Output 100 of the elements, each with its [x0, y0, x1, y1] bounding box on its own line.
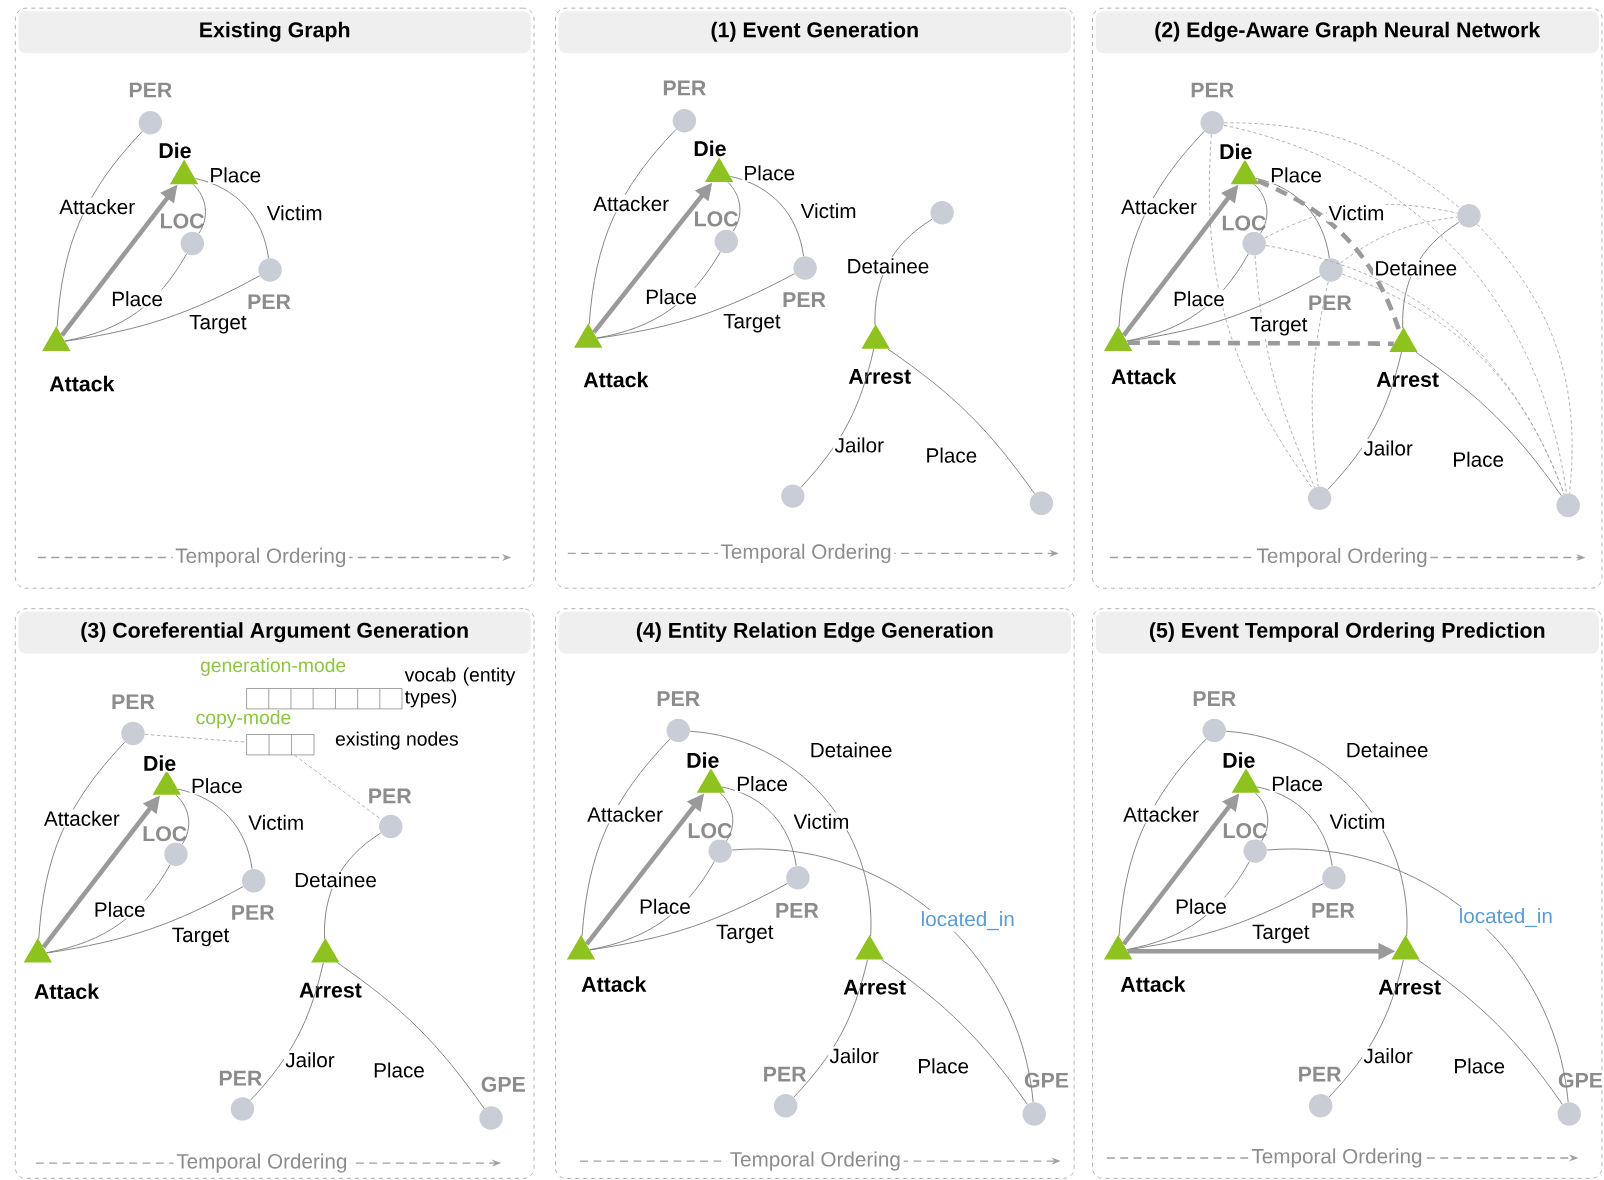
entity-circle: [1202, 718, 1226, 742]
edge-label: Target: [170, 926, 231, 948]
edge-label: Attacker: [1121, 805, 1201, 823]
edge-label: Place: [1269, 774, 1325, 793]
edge-label: Jailor: [1362, 438, 1415, 457]
edge-label: Jailor: [1362, 1046, 1415, 1065]
edge-label: located_in: [919, 909, 1017, 932]
entity-circle: [138, 110, 163, 135]
dashed-line: [294, 754, 382, 820]
dashed-line: [1223, 124, 1567, 494]
event-triangle: [1230, 159, 1260, 184]
entity-circle: [793, 256, 817, 280]
connector-line: [581, 738, 671, 937]
type-label: PER: [229, 903, 276, 921]
edge-label: Victim: [265, 203, 324, 222]
type-label: GPE: [1022, 1071, 1071, 1089]
entity-circle: [379, 814, 403, 839]
event-triangle: [152, 770, 181, 795]
entity-circle: [180, 231, 205, 255]
event-label: Attack: [47, 374, 116, 393]
entity-circle: [672, 108, 697, 133]
edge-label: Attacker: [42, 809, 122, 828]
edge-label: Place: [1171, 289, 1227, 308]
edge-label: located_in: [1457, 906, 1555, 929]
edge-label: Detainee: [1344, 740, 1430, 759]
edge-label: Place: [924, 446, 979, 464]
entity-circle: [241, 868, 266, 893]
type-label: PER: [761, 1065, 808, 1083]
type-label: PER: [773, 901, 821, 919]
event-label: Die: [1217, 142, 1254, 161]
event-triangle: [311, 937, 340, 963]
connector-line: [1266, 848, 1569, 1103]
event-triangle: [23, 937, 53, 963]
slot-label: existing nodes: [335, 731, 458, 750]
connector-line: [1253, 183, 1268, 234]
edge-label: Place: [1452, 1056, 1507, 1075]
type-label: LOC: [140, 824, 189, 843]
entity-circle: [258, 258, 282, 282]
edge-label: Place: [637, 897, 693, 915]
connector-line: [721, 786, 797, 867]
edge-label: Place: [643, 287, 699, 306]
entity-circle: [1308, 1093, 1333, 1118]
connector-line: [800, 348, 875, 488]
event-triangle: [1389, 327, 1418, 352]
dashed-line: [1223, 122, 1461, 209]
edge-label: Jailor: [283, 1050, 336, 1069]
edge-label: Victim: [246, 813, 306, 832]
axis-label: Temporal Ordering: [1248, 1145, 1426, 1171]
event-label: Attack: [581, 370, 650, 389]
type-label: PER: [109, 692, 157, 711]
dashed-line: [1254, 254, 1316, 488]
edge-label: Victim: [799, 201, 858, 220]
dashed-line: [144, 733, 247, 743]
event-triangle: [1391, 934, 1420, 960]
connector-line: [1417, 959, 1563, 1105]
entity-circle: [773, 1093, 798, 1118]
event-triangle: [696, 767, 726, 793]
connector-line: [1255, 177, 1330, 259]
edge-label: Detainee: [1373, 258, 1459, 277]
event-triangle: [574, 323, 603, 348]
entity-circle: [479, 1106, 503, 1130]
event-label: Attack: [1109, 367, 1178, 386]
type-label: LOC: [158, 211, 206, 230]
type-label: LOC: [686, 821, 734, 840]
edge-label: Target: [714, 923, 775, 945]
connector-line: [1225, 730, 1408, 937]
event-label: Arrest: [1374, 370, 1441, 389]
event-label: Attack: [1118, 974, 1187, 993]
entity-circle: [781, 484, 805, 508]
slot-array: [246, 733, 315, 756]
edge-label: Target: [721, 312, 782, 334]
edge-label: Jailor: [828, 1046, 881, 1065]
slot-label: vocab (entity types): [404, 667, 516, 708]
type-label: PER: [1188, 81, 1236, 99]
event-label: Die: [692, 138, 728, 158]
edge-label: Place: [1451, 450, 1506, 468]
connector-line: [177, 788, 253, 870]
event-label: Die: [141, 753, 178, 773]
edge-label: Detainee: [808, 740, 894, 759]
entity-circle: [666, 718, 690, 742]
entity-circle: [1029, 491, 1054, 515]
edge-label: Place: [734, 774, 790, 793]
edge-label: Victim: [792, 812, 851, 831]
connector-line: [250, 962, 324, 1101]
axis-label: Temporal Ordering: [172, 544, 350, 570]
connector-line: [1126, 882, 1324, 951]
event-label: Arrest: [841, 978, 908, 996]
dashed-line: [1341, 273, 1565, 495]
entity-circle: [1556, 493, 1580, 517]
event-triangle: [169, 159, 199, 184]
edge-label: Target: [1248, 315, 1309, 337]
dashed-line: [1311, 281, 1329, 487]
connector-line: [588, 128, 677, 325]
dashed-line: [1476, 223, 1573, 494]
entity-circle: [1243, 839, 1267, 863]
connector-line: [175, 794, 190, 845]
type-label: PER: [366, 786, 413, 805]
edge-label: Place: [92, 900, 147, 919]
entity-circle: [1557, 1102, 1581, 1126]
type-label: GPE: [1556, 1071, 1604, 1089]
